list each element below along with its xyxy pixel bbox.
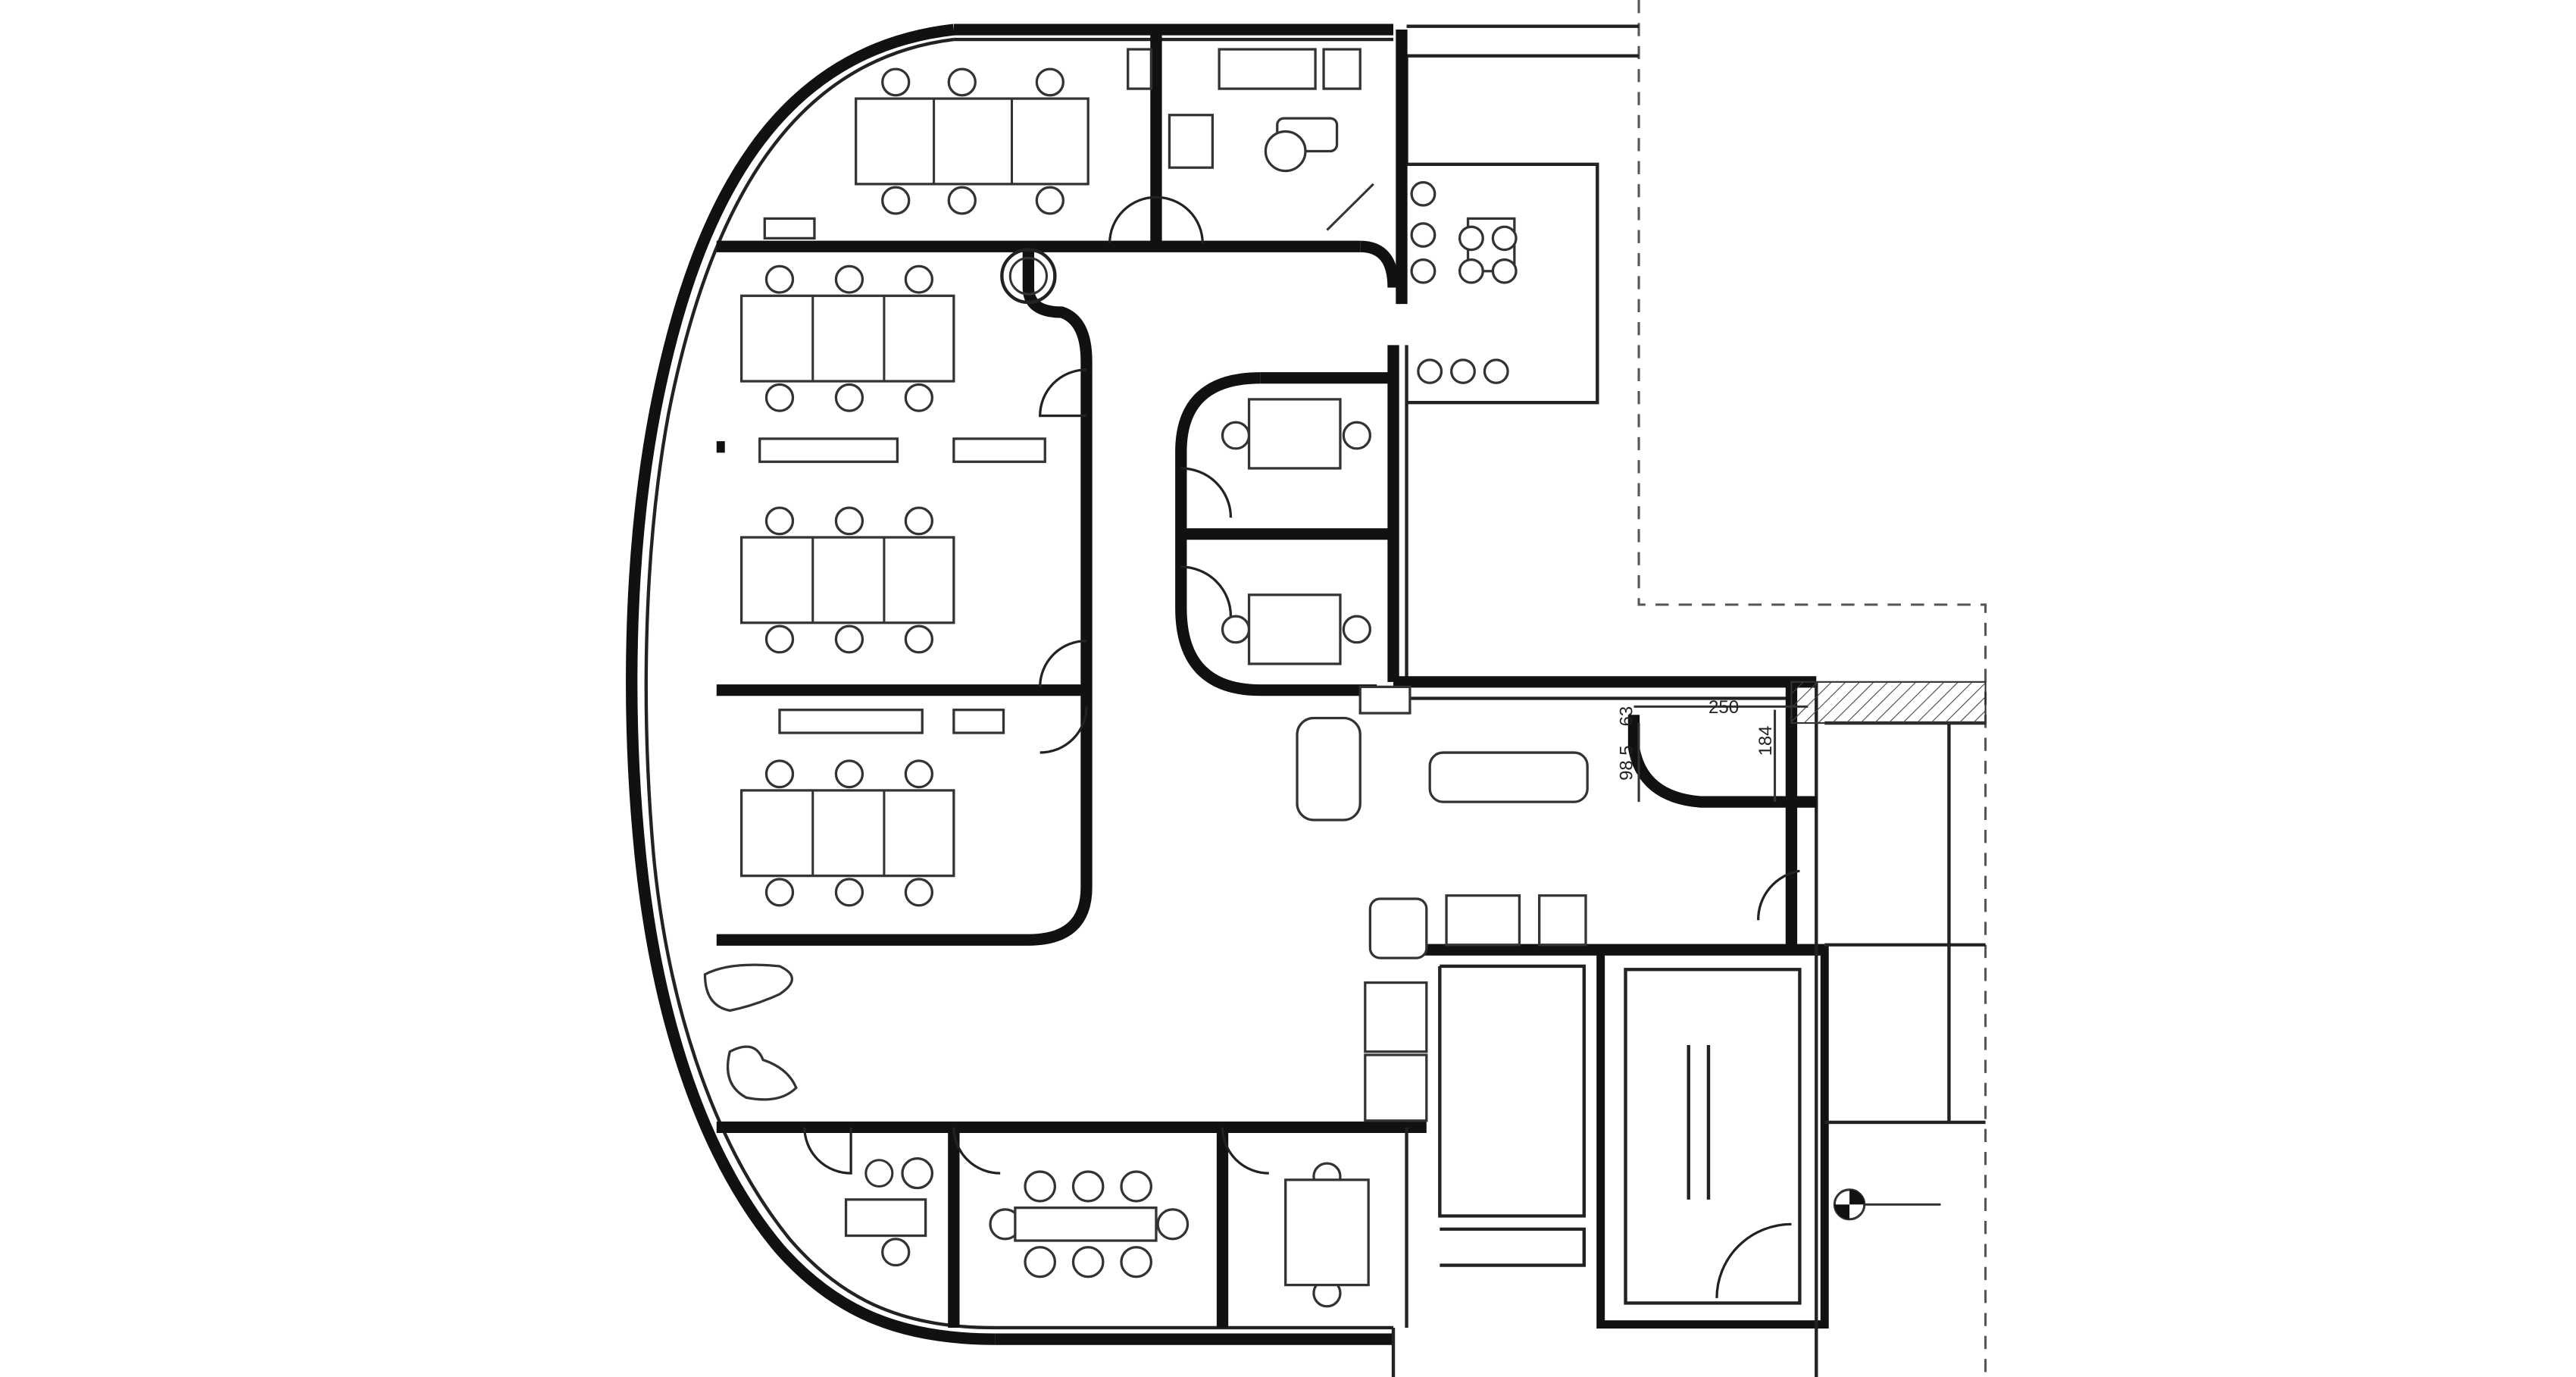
dimensions: 250 63 184 98.5 — [1616, 697, 1809, 803]
stair-core — [1406, 944, 1829, 1329]
dim-label-98-5: 98.5 — [1616, 746, 1637, 781]
east-rooms — [1406, 681, 1987, 1377]
dim-label-250: 250 — [1708, 697, 1739, 718]
north-arrow-icon — [1833, 1188, 1941, 1221]
dim-label-63: 63 — [1616, 706, 1637, 727]
lobby-furniture — [703, 685, 1589, 1122]
meeting-pods — [1175, 372, 1394, 696]
south-furniture — [844, 1178, 1370, 1287]
pod-tables — [1247, 398, 1342, 665]
site-boundary — [1405, 0, 1987, 1377]
core-wall — [716, 246, 1093, 946]
curved-facade — [626, 23, 1396, 1377]
doors — [803, 196, 1800, 1298]
lounge-furniture — [1168, 48, 1518, 384]
desk-clusters — [739, 48, 1153, 878]
south-rooms-walls — [716, 1121, 1427, 1328]
dim-label-184: 184 — [1755, 726, 1776, 756]
chairs — [764, 67, 1372, 1308]
north-rooms-walls — [716, 30, 1817, 688]
